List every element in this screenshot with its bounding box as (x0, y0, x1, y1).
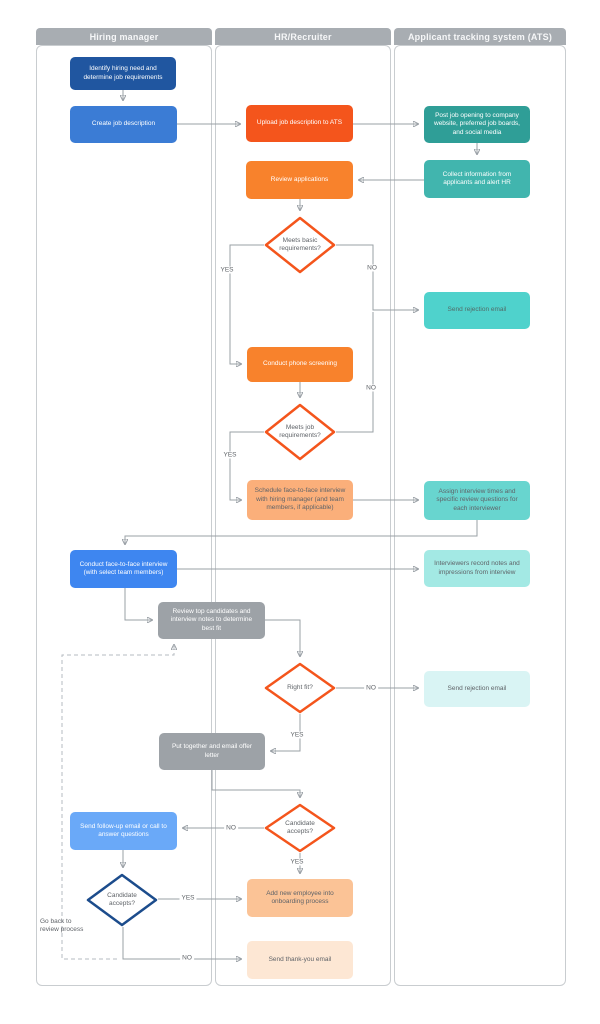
node-conduct-face-to-face-interview: Conduct face-to-face interview (with sel… (70, 550, 177, 588)
lane-header-hr-recruiter: HR/Recruiter (215, 28, 391, 45)
edge-label-yes: YES (288, 731, 306, 739)
edge-label-yes: YES (179, 894, 197, 902)
node-schedule-interview: Schedule face-to-face interview with hir… (247, 480, 353, 520)
edge-label-no: NO (224, 824, 238, 832)
node-label: Send rejection email (447, 684, 507, 692)
node-label: Review applications (270, 175, 329, 183)
node-label: Upload job description to ATS (256, 119, 343, 127)
diamond-shape (264, 803, 336, 853)
decision-meets-basic-requirements: Meets basic requirements? (264, 216, 336, 274)
node-create-job-description: Create job description (70, 106, 177, 143)
edge-label-no: NO (180, 954, 194, 962)
node-label: Interviewers record notes and impression… (434, 560, 520, 576)
node-put-together-offer-letter: Put together and email offer letter (159, 733, 265, 770)
lane-header-ats: Applicant tracking system (ATS) (394, 28, 566, 45)
edge-label-no: NO (364, 684, 378, 692)
node-send-rejection-email-1: Send rejection email (424, 292, 530, 329)
node-label: Send thank-you email (268, 955, 332, 963)
node-review-top-candidates: Review top candidates and interview note… (158, 602, 265, 639)
node-label: Create job description (91, 120, 156, 128)
node-label: Put together and email offer letter (171, 743, 253, 759)
lane-title: HR/Recruiter (274, 31, 332, 42)
decision-meets-job-requirements: Meets job requirements? (264, 403, 336, 461)
edge-label-yes: YES (218, 266, 236, 274)
edge-label-yes: YES (221, 451, 239, 459)
node-label: Assign interview times and specific revi… (436, 487, 518, 512)
edge-label-yes: YES (288, 858, 306, 866)
node-label: Schedule face-to-face interview with hir… (254, 487, 346, 512)
diamond-shape (264, 662, 336, 714)
decision-label: Candidate accepts? (285, 819, 315, 835)
decision-candidate-accepts-hr: Candidate accepts? (264, 803, 336, 853)
decision-label: Right fit? (287, 683, 313, 691)
lane-title: Applicant tracking system (ATS) (407, 31, 553, 42)
node-label: Send rejection email (447, 306, 507, 314)
node-label: Conduct face-to-face interview (with sel… (79, 560, 168, 576)
node-send-thank-you-email: Send thank-you email (247, 941, 353, 979)
diamond-shape (264, 403, 336, 461)
node-post-job-opening: Post job opening to company website, pre… (424, 106, 530, 143)
decision-label: Meets job requirements? (279, 423, 321, 439)
node-label: Identify hiring need and determine job r… (83, 65, 163, 81)
node-send-followup-email: Send follow-up email or call to answer q… (70, 812, 177, 850)
node-label: Review top candidates and interview note… (170, 607, 253, 632)
decision-label: Meets basic requirements? (279, 236, 321, 252)
lane-title: Hiring manager (89, 31, 159, 42)
node-review-applications: Review applications (246, 161, 353, 199)
node-label: Post job opening to company website, pre… (434, 111, 520, 136)
decision-candidate-accepts-manager: Candidate accepts? (86, 873, 158, 927)
edge-label-no: NO (365, 264, 379, 272)
node-identify-hiring-need: Identify hiring need and determine job r… (70, 57, 176, 90)
node-send-rejection-email-2: Send rejection email (424, 671, 530, 707)
node-add-new-employee: Add new employee into onboarding process (247, 879, 353, 917)
node-label: Send follow-up email or call to answer q… (80, 822, 167, 838)
node-label: Add new employee into onboarding process (266, 889, 334, 905)
lane-header-hiring-manager: Hiring manager (36, 28, 212, 45)
node-interviewers-record-notes: Interviewers record notes and impression… (424, 550, 530, 587)
edge-label-no: NO (364, 384, 378, 392)
node-upload-job-description: Upload job description to ATS (246, 105, 353, 142)
annotation-go-back: Go back to review process (40, 918, 84, 934)
node-conduct-phone-screening: Conduct phone screening (247, 347, 353, 382)
node-label: Conduct phone screening (262, 360, 338, 368)
decision-label: Candidate accepts? (107, 891, 137, 907)
node-collect-information: Collect information from applicants and … (424, 160, 530, 198)
diamond-shape (264, 216, 336, 274)
node-label: Collect information from applicants and … (442, 170, 512, 186)
decision-right-fit: Right fit? (264, 662, 336, 714)
node-assign-interview-times: Assign interview times and specific revi… (424, 481, 530, 520)
